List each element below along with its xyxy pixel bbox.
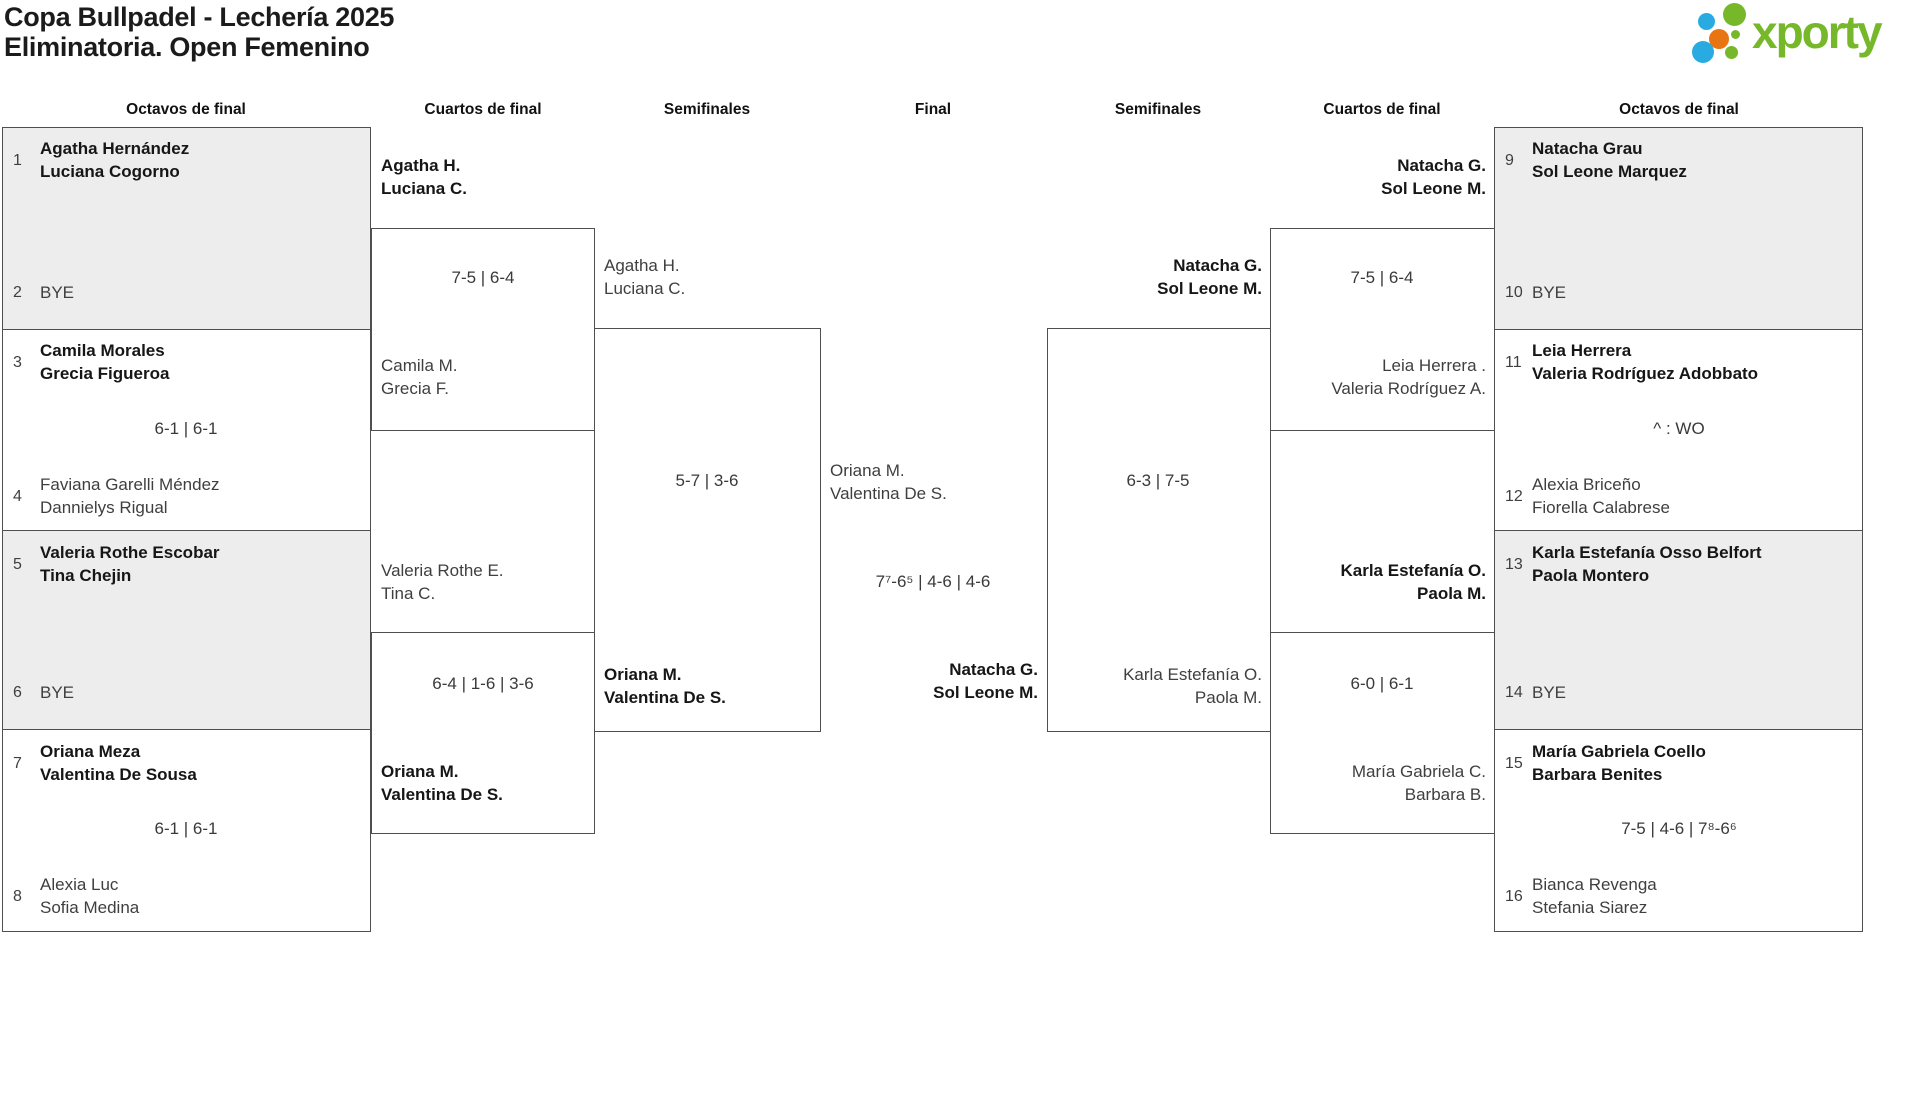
- team-qf-l2-bottom: Oriana M.Valentina De S.: [381, 762, 503, 804]
- match-box-r16-l1: [2, 127, 371, 330]
- team-sf-r-bottom: Karla Estefanía O.Paola M.: [1123, 665, 1262, 707]
- seed-number: 3: [13, 353, 22, 371]
- seed-number: 4: [13, 487, 22, 505]
- team-qf-r2-bottom: María Gabriela C.Barbara B.: [1351, 762, 1486, 804]
- match-box-sf-r: [1047, 328, 1271, 732]
- score-qf-l2: 6-4 | 1-6 | 3-6: [432, 674, 534, 693]
- seed-number: 16: [1505, 887, 1523, 905]
- logo-dot-green-large: [1723, 3, 1746, 26]
- logo-wordmark: xporty: [1752, 6, 1883, 58]
- seed-number: 6: [13, 684, 22, 701]
- seed-number: 5: [13, 555, 22, 573]
- team-qf-l2-top: Valeria Rothe E.Tina C.: [381, 561, 504, 603]
- seed-number: 8: [13, 887, 22, 905]
- match-box-qf-r2: [1270, 632, 1495, 834]
- team-qf-r2-top: Karla Estefanía O.Paola M.: [1340, 561, 1486, 603]
- team-sf-l-bottom: Oriana M.Valentina De S.: [604, 665, 726, 707]
- score-r16-l2: 6-1 | 6-1: [154, 419, 218, 438]
- match-box-qf-l1: [371, 228, 595, 431]
- seed-number: 11: [1505, 353, 1522, 371]
- score-r16-r4: 7-5 | 4-6 | 7⁸-6⁶: [1621, 819, 1737, 838]
- score-sf-l: 5-7 | 3-6: [675, 471, 739, 490]
- team-r16-r3-bottom: 14 BYE: [1505, 683, 1567, 702]
- seed-number: 12: [1505, 487, 1523, 505]
- seed-number: 15: [1505, 754, 1523, 772]
- team-final-right-winner: Natacha G.Sol Leone M.: [933, 660, 1038, 702]
- round-header-cuartos-right: Cuartos de final: [1323, 101, 1441, 118]
- round-header-cuartos-left: Cuartos de final: [424, 101, 542, 118]
- seed-number: 14: [1505, 684, 1523, 701]
- score-sf-r: 6-3 | 7-5: [1126, 471, 1190, 490]
- team-sf-r-top: Natacha G.Sol Leone M.: [1157, 256, 1262, 298]
- score-r16-r2-wo-note: ^ : WO: [1653, 419, 1705, 438]
- score-final: 7⁷-6⁵ | 4-6 | 4-6: [875, 572, 991, 591]
- round-header-final: Final: [914, 101, 952, 118]
- seed-number: 9: [1505, 151, 1514, 169]
- team-sf-l-top: Agatha H.Luciana C.: [604, 256, 686, 298]
- score-r16-l4: 6-1 | 6-1: [154, 819, 218, 838]
- page-title: Copa Bullpadel - Lechería 2025: [4, 2, 395, 32]
- match-box-r16-l3: [2, 530, 371, 730]
- match-box-r16-l4: [2, 729, 371, 932]
- logo-dot-orange: [1709, 29, 1729, 49]
- logo-dot-green-small: [1725, 46, 1738, 59]
- round-header-octavos-left: Octavos de final: [126, 101, 246, 118]
- score-qf-l1: 7-5 | 6-4: [451, 268, 515, 287]
- round-header-octavos-right: Octavos de final: [1619, 101, 1739, 118]
- team-qf-r1-top: Natacha G.Sol Leone M.: [1381, 156, 1486, 198]
- match-box-r16-r4: [1494, 729, 1863, 932]
- seed-number: 10: [1505, 284, 1523, 301]
- team-r16-l3-bottom: 6 BYE: [13, 683, 75, 702]
- match-box-sf-l: [594, 328, 821, 732]
- match-box-qf-l2: [371, 632, 595, 834]
- seed-number: 1: [13, 151, 22, 169]
- match-box-qf-r1: [1270, 228, 1495, 431]
- seed-number: 7: [13, 754, 22, 772]
- team-r16-r1-bottom: 10 BYE: [1505, 283, 1567, 302]
- team-qf-l1-bottom: Camila M.Grecia F.: [381, 356, 458, 398]
- team-qf-r1-bottom: Leia Herrera .Valeria Rodríguez A.: [1331, 356, 1486, 398]
- match-box-r16-r3: [1494, 530, 1863, 730]
- page-subtitle: Eliminatoria. Open Femenino: [4, 32, 370, 62]
- score-qf-r2: 6-0 | 6-1: [1350, 674, 1414, 693]
- logo-dot-green-tiny: [1731, 30, 1740, 39]
- round-header-semifinales-right: Semifinales: [1114, 101, 1202, 118]
- xporty-logo[interactable]: xporty: [1688, 0, 1920, 74]
- match-box-r16-r2: [1494, 329, 1863, 531]
- seed-number: 2: [13, 284, 22, 301]
- seed-number: 13: [1505, 555, 1523, 573]
- logo-dot-blue-large: [1692, 41, 1714, 63]
- round-header-semifinales-left: Semifinales: [663, 101, 751, 118]
- logo-dot-blue-small: [1698, 13, 1715, 30]
- team-qf-l1-top: Agatha H.Luciana C.: [381, 156, 467, 198]
- score-qf-r1: 7-5 | 6-4: [1350, 268, 1414, 287]
- match-box-r16-l2: [2, 329, 371, 531]
- team-r16-l1-bottom: 2 BYE: [13, 283, 75, 302]
- team-final-left: Oriana M.Valentina De S.: [830, 461, 947, 503]
